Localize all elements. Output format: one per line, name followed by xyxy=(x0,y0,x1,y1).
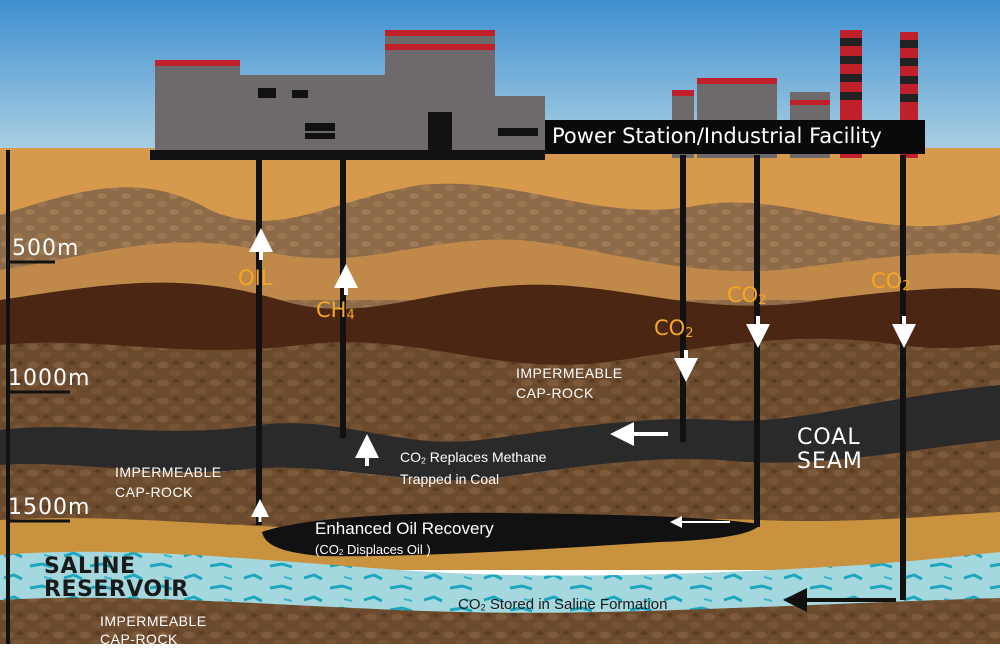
cap-rock-label-upper-line2: CAP-ROCK xyxy=(516,385,594,401)
co2-label-oil-sub: 2 xyxy=(758,292,767,308)
cap-rock-label-upper: IMPERMEABLE CAP-ROCK xyxy=(516,363,623,403)
depth-label-1500m: 1500m xyxy=(8,495,91,520)
depth-label-1000m: 1000m xyxy=(8,366,91,391)
cap-rock-label-bottom-line2: CAP-ROCK xyxy=(100,631,178,647)
co2-label-saline-base: CO xyxy=(871,269,903,293)
co2-label-oil: CO2 xyxy=(727,285,766,307)
co2-label-coal-sub: 2 xyxy=(685,325,694,341)
cap-rock-label-bottom: IMPERMEABLE CAP-ROCK xyxy=(100,612,207,648)
coal-seam-label-line2: SEAM xyxy=(797,449,863,474)
coal-seam-label: COAL SEAM xyxy=(797,426,863,474)
oil-reservoir xyxy=(262,512,760,557)
cap-rock-layer-bottom xyxy=(0,597,1000,644)
facility-label-box xyxy=(545,120,925,154)
methane-label-sub: 4 xyxy=(346,307,355,323)
co2-label-oil-base: CO xyxy=(727,283,759,307)
cap-rock-label-lower-line2: CAP-ROCK xyxy=(115,484,193,500)
saline-reservoir-label-line1: SALINE xyxy=(44,554,136,579)
co2-label-saline: CO2 xyxy=(871,271,910,293)
saline-stored-caption: CO2 Stored in Saline Formation xyxy=(458,596,668,613)
coal-seam-label-line1: COAL xyxy=(797,425,861,450)
facility-label: Power Station/Industrial Facility xyxy=(552,124,882,148)
methane-label-base: CH xyxy=(316,298,347,322)
co2-label-coal: CO2 xyxy=(654,318,693,340)
tan-band xyxy=(0,239,1000,300)
cap-rock-label-upper-line1: IMPERMEABLE xyxy=(516,365,623,381)
depth-label-500m: 500m xyxy=(12,236,80,261)
saline-reservoir-label: SALINE RESERVOIR xyxy=(44,555,189,601)
cap-rock-layer-lower xyxy=(0,440,1000,545)
saline-reservoir-label-line2: RESERVOIR xyxy=(44,577,189,602)
cap-rock-label-lower: IMPERMEABLE CAP-ROCK xyxy=(115,462,222,502)
co2-replaces-line1: CO2 Replaces Methane xyxy=(400,449,547,466)
enhanced-oil-recovery-title: Enhanced Oil Recovery xyxy=(315,519,494,538)
enhanced-oil-recovery-subtitle: (CO2 Displaces Oil ) xyxy=(315,542,431,558)
cap-rock-label-bottom-line1: IMPERMEABLE xyxy=(100,613,207,629)
coal-seam xyxy=(0,385,1000,481)
cap-rock-label-lower-line1: IMPERMEABLE xyxy=(115,464,222,480)
oil-label: OIL xyxy=(238,266,273,290)
co2-label-coal-base: CO xyxy=(654,316,686,340)
co2-replaces-line2: Trapped in Coal xyxy=(400,471,500,488)
methane-label: CH4 xyxy=(316,300,355,322)
co2-replaces-methane-caption: CO2 Replaces Methane Trapped in Coal xyxy=(400,448,546,489)
co2-label-saline-sub: 2 xyxy=(902,278,911,294)
